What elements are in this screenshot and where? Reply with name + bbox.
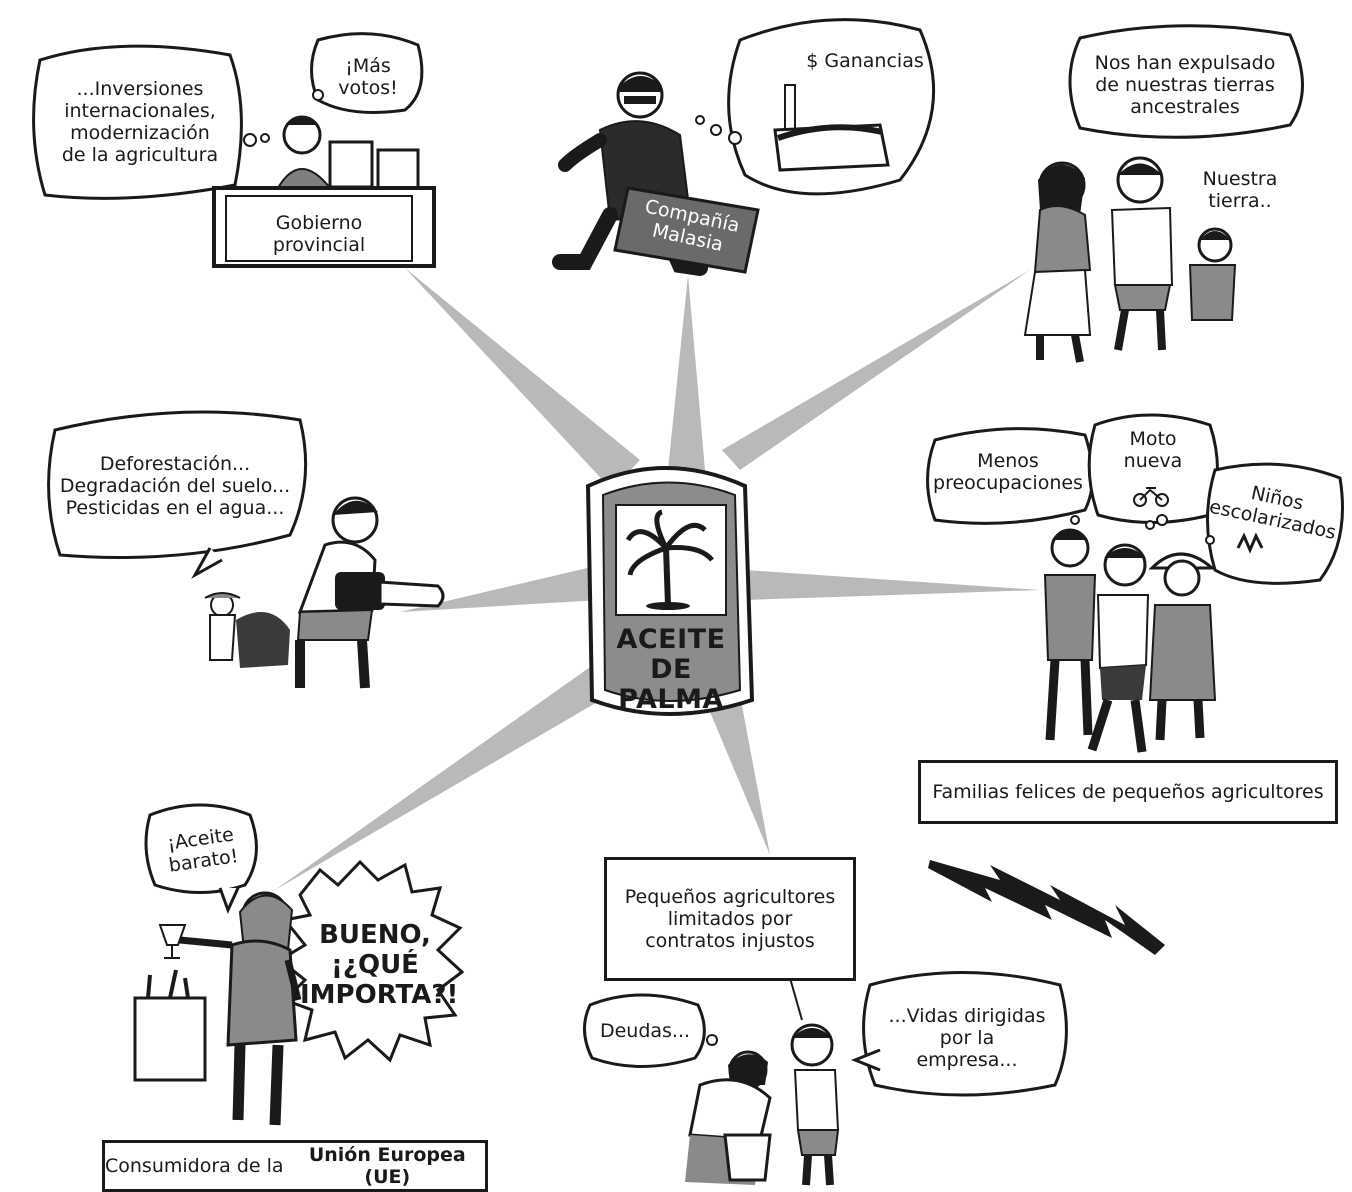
ray-indigenous — [722, 270, 1030, 470]
smallholders-panel — [583, 971, 1068, 1186]
indigenous-thought-bubble — [1068, 24, 1304, 139]
indigenous-panel — [1023, 24, 1304, 363]
chainsaw-icon — [335, 572, 445, 610]
ray-deforestation — [400, 565, 600, 612]
smallholders-caption: Pequeños agricultores limitados por cont… — [604, 857, 856, 981]
smallholders-speech2-text: ...Vidas dirigidas por la empresa... — [888, 1005, 1046, 1071]
smallholders-speech1-bubble — [583, 993, 706, 1068]
deforestation-speech-bubble — [47, 410, 308, 559]
consumer-shout-text: BUENO, ¡¿QUÉ IMPORTA?! — [300, 920, 459, 1010]
children-icon — [1236, 532, 1264, 554]
palm-tree-icon — [625, 509, 714, 610]
ray-families — [745, 570, 1040, 600]
factory-icon — [773, 84, 890, 172]
smallholders-speech1-text: Deudas... — [599, 1020, 691, 1042]
ray-company — [668, 275, 705, 470]
ray-smallholders — [705, 695, 770, 855]
government-panel — [32, 32, 436, 268]
palm-oil-can — [585, 466, 755, 716]
lightning-bolt-icon — [928, 860, 1165, 955]
consumer-caption-bold: Unión Europea (UE) — [308, 1144, 466, 1188]
deforestation-speech-text: Deforestación... Degradación del suelo..… — [59, 453, 291, 519]
deforestation-panel — [47, 410, 445, 689]
company-panel — [552, 18, 936, 276]
motorbike-icon — [1133, 487, 1169, 507]
consumer-shout-bubble — [277, 859, 465, 1063]
briefcase-icon — [613, 186, 760, 274]
company-thought-text: $ Ganancias — [806, 50, 924, 72]
families-caption: Familias felices de pequeños agricultore… — [918, 760, 1338, 824]
basket-icon — [723, 1133, 772, 1182]
consumer-caption: Consumidora de la Unión Europea (UE) — [102, 1140, 488, 1192]
indigenous-speech-text: Nuestra tierra.. — [1202, 168, 1278, 212]
consumer-caption-prefix: Consumidora de la — [105, 1155, 290, 1177]
families-thought1-text: Menos preocupaciones — [933, 450, 1083, 494]
consumer-speech-bubble — [144, 803, 258, 894]
can-label-line1: ACEITE — [616, 624, 726, 655]
families-thought1-bubble — [926, 427, 1094, 525]
indigenous-thought-text: Nos han expulsado de nuestras tierras an… — [1094, 52, 1276, 118]
government-thought2-bubble — [310, 32, 424, 114]
government-desk-label: Gobierno provincial — [272, 212, 366, 256]
families-thought2-text: Moto nueva — [1123, 428, 1183, 472]
government-thought2-text: ¡Más votos! — [338, 55, 398, 99]
ray-government — [405, 268, 640, 490]
government-thought-bubble — [32, 44, 243, 200]
can-label-line2: DE PALMA — [618, 654, 724, 715]
consumer-panel — [133, 803, 465, 1126]
happy-families-panel — [926, 413, 1344, 753]
star-rays — [275, 268, 1040, 890]
government-thought-text: ...Inversiones internacionales, moderniz… — [61, 78, 219, 166]
ray-consumer — [275, 660, 618, 890]
wine-glass-icon — [158, 924, 187, 959]
can-label: ACEITE DE PALMA — [606, 625, 736, 715]
